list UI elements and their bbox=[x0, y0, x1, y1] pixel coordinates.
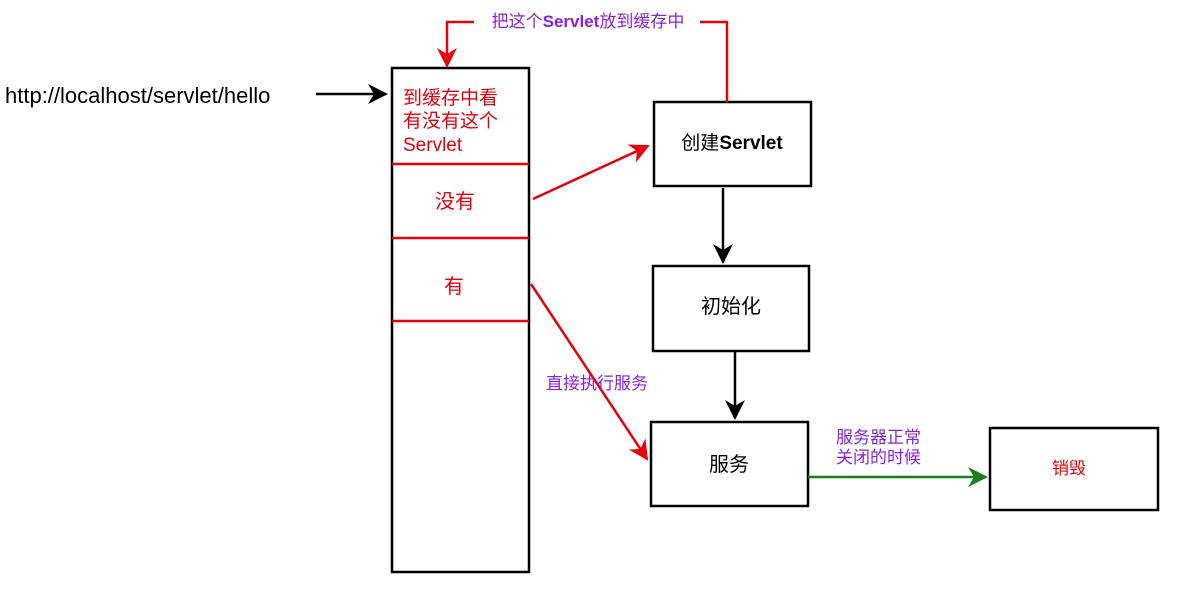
cache-header-line-2: 有没有这个 bbox=[403, 110, 498, 132]
put-cache-suffix: 放到缓存中 bbox=[599, 12, 684, 32]
put-cache-prefix: 把这个 bbox=[492, 12, 543, 32]
destroy-box bbox=[988, 426, 1160, 512]
init-label: 初始化 bbox=[701, 294, 761, 318]
init-box bbox=[651, 264, 811, 353]
service-box bbox=[649, 420, 810, 508]
shutdown-label-line-1: 服务器正常 bbox=[836, 428, 921, 448]
put-in-cache-label-bg bbox=[474, 8, 700, 34]
create-servlet-label: 创建Servlet bbox=[681, 132, 783, 154]
request-url: http://localhost/servlet/hello bbox=[5, 83, 270, 108]
no-to-create-arrow bbox=[532, 144, 650, 201]
put-cache-bold: Servlet bbox=[543, 12, 600, 31]
cache-yes-label: 有 bbox=[444, 275, 464, 298]
service-label: 服务 bbox=[709, 452, 749, 476]
create-suffix: Servlet bbox=[719, 133, 783, 154]
destroy-label: 销毁 bbox=[1052, 459, 1086, 479]
cache-header-line-3: Servlet bbox=[403, 135, 463, 156]
cache-header-line-1: 到缓存中看 bbox=[403, 87, 498, 109]
shutdown-label-line-2: 关闭的时候 bbox=[836, 448, 921, 468]
create-servlet-box bbox=[652, 100, 813, 188]
direct-service-label: 直接执行服务 bbox=[546, 374, 648, 394]
create-prefix: 创建 bbox=[681, 132, 719, 154]
cache-no-label: 没有 bbox=[435, 190, 475, 213]
put-in-cache-label: 把这个Servlet放到缓存中 bbox=[492, 12, 685, 32]
yes-to-service-arrow bbox=[529, 283, 649, 461]
